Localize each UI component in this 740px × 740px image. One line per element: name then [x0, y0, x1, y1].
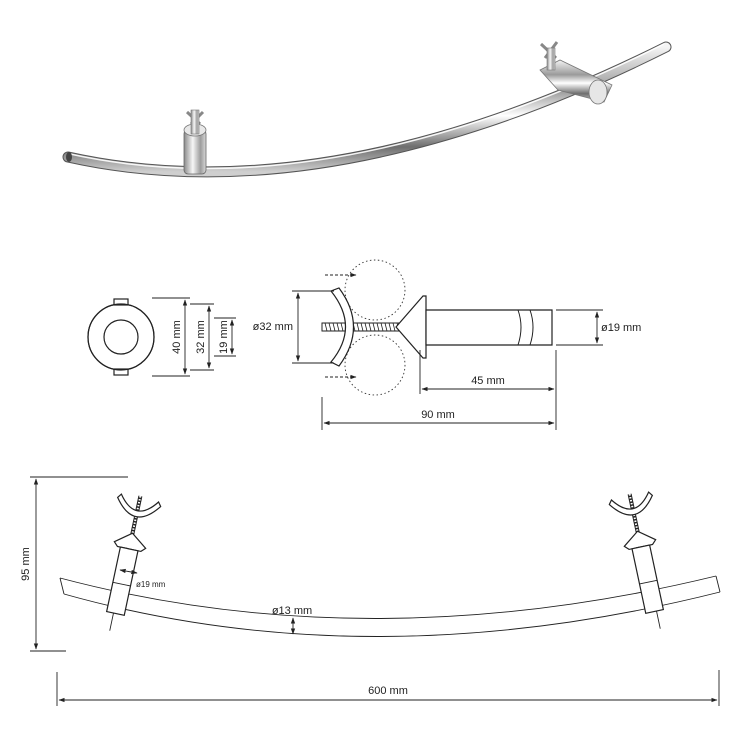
clearance-circle-bottom	[344, 334, 406, 396]
flange-tab-bottom	[113, 368, 129, 376]
flange-tab-top	[113, 298, 129, 306]
dim-tube-diameter: ø19 mm	[601, 322, 641, 334]
dim-flange-outer: 40 mm	[171, 320, 183, 354]
front-view: ø19 mm ø13 mm 95 mm 600 mm	[20, 476, 721, 706]
dim-bracket-diameter: ø19 mm	[136, 580, 166, 589]
flange-view: 40 mm 32 mm 19 mm	[87, 297, 236, 377]
left-bracket-front	[105, 493, 162, 631]
left-bracket-photo	[183, 109, 207, 175]
flange-inner-circle	[103, 319, 139, 355]
clearance-circle-top	[344, 259, 406, 321]
dim-overall-length: 90 mm	[421, 409, 455, 421]
product-photo	[62, 41, 672, 178]
dim-plate-diameter: ø32 mm	[253, 321, 293, 333]
dim-width: 600 mm	[368, 685, 408, 697]
dim-flange-middle: 32 mm	[195, 320, 207, 354]
dim-rail-diameter: ø13 mm	[272, 605, 312, 617]
clamp-plate	[330, 287, 355, 367]
dim-height: 95 mm	[20, 547, 32, 581]
bracket-side-view: ø32 mm ø19 mm 45 mm 90 mm	[253, 259, 641, 430]
dim-flange-inner: 19 mm	[218, 320, 230, 354]
right-bracket-front	[608, 491, 665, 629]
dim-spigot-length: 45 mm	[471, 375, 505, 387]
right-bracket-photo	[539, 41, 613, 105]
